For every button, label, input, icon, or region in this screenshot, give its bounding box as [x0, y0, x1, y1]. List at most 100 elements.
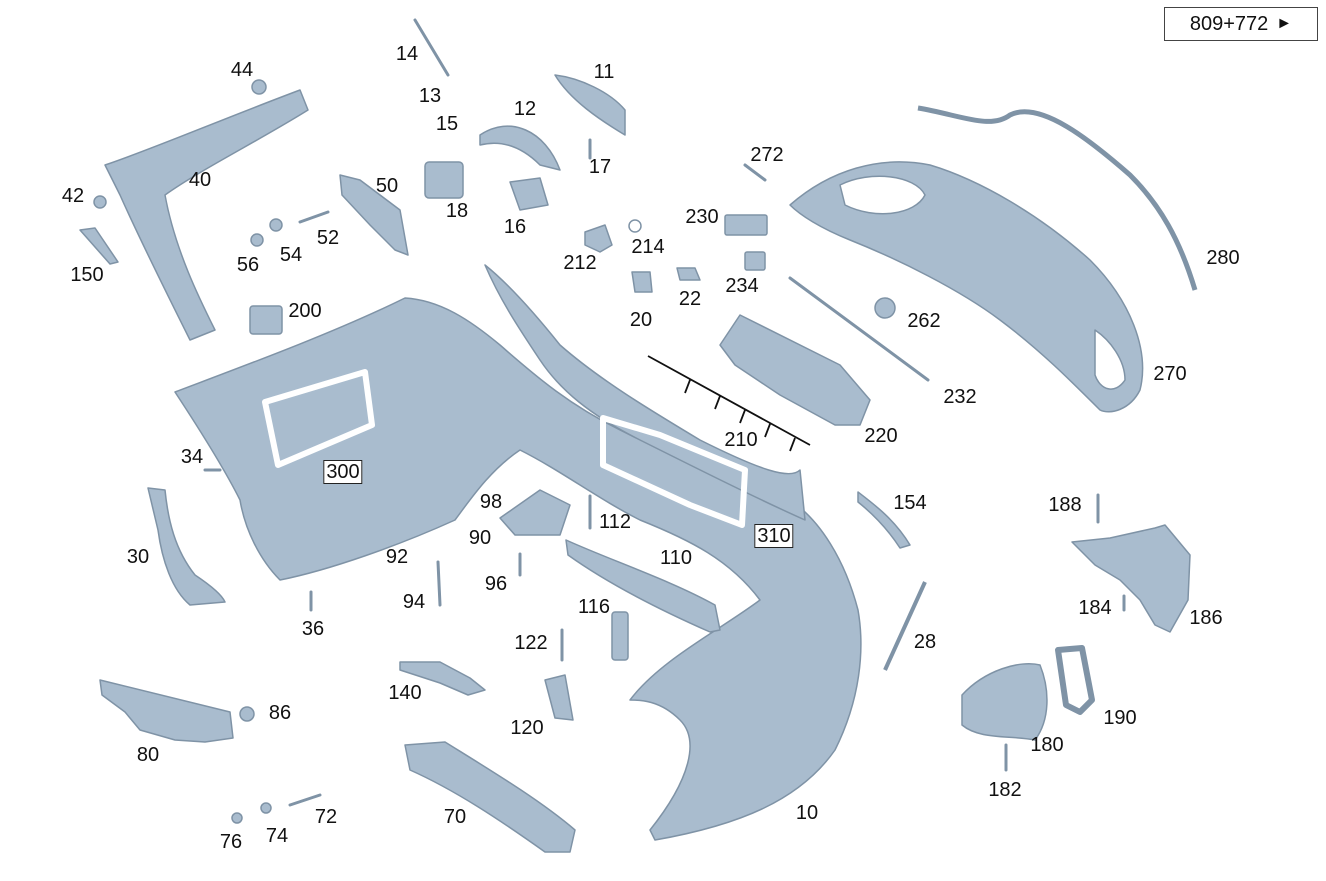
callout-20[interactable]: 20 [629, 309, 653, 331]
callout-200[interactable]: 200 [288, 300, 322, 322]
callout-210[interactable]: 210 [724, 429, 758, 451]
part-270-diffuser[interactable] [789, 161, 1144, 413]
callout-116[interactable]: 116 [578, 596, 610, 618]
callout-190[interactable]: 190 [1103, 707, 1137, 729]
reference-link-button[interactable]: 809+772 ► [1164, 7, 1318, 41]
callout-272[interactable]: 272 [750, 144, 784, 166]
callout-16[interactable]: 16 [503, 216, 527, 238]
callout-40[interactable]: 40 [188, 169, 212, 191]
callout-86[interactable]: 86 [268, 702, 292, 724]
part-56-washer[interactable] [250, 233, 264, 247]
callout-212[interactable]: 212 [563, 252, 597, 274]
part-280-trim-strip[interactable] [917, 105, 1198, 291]
callout-186[interactable]: 186 [1189, 607, 1223, 629]
callout-300[interactable]: 300 [323, 460, 363, 484]
callout-214[interactable]: 214 [631, 236, 665, 258]
part-18-cap[interactable] [424, 161, 464, 199]
callout-234[interactable]: 234 [725, 275, 759, 297]
callout-54[interactable]: 54 [279, 244, 303, 266]
callout-56[interactable]: 56 [236, 254, 260, 276]
callout-92[interactable]: 92 [385, 546, 409, 568]
part-50-bracket[interactable] [339, 174, 409, 256]
part-220-grille[interactable] [719, 314, 871, 426]
callout-122[interactable]: 122 [514, 632, 548, 654]
callout-13[interactable]: 13 [418, 85, 442, 107]
part-186-bracket[interactable] [1071, 524, 1191, 633]
callout-50[interactable]: 50 [375, 175, 399, 197]
part-11-flap[interactable] [554, 74, 626, 136]
part-200-sensor[interactable] [249, 305, 283, 335]
callout-30[interactable]: 30 [126, 546, 150, 568]
part-154-grille[interactable] [857, 491, 911, 549]
part-30-guide[interactable] [147, 487, 226, 606]
part-120-bracket[interactable] [544, 674, 574, 721]
callout-140[interactable]: 140 [388, 682, 422, 704]
callout-182[interactable]: 182 [988, 779, 1022, 801]
callout-36[interactable]: 36 [301, 618, 325, 640]
callout-52[interactable]: 52 [316, 227, 340, 249]
part-54-washer[interactable] [269, 218, 283, 232]
callout-110[interactable]: 110 [660, 547, 692, 569]
callout-90[interactable]: 90 [468, 527, 492, 549]
callout-72[interactable]: 72 [314, 806, 338, 828]
part-28-strip[interactable] [883, 581, 927, 671]
callout-76[interactable]: 76 [219, 831, 243, 853]
callout-230[interactable]: 230 [685, 206, 719, 228]
callout-14[interactable]: 14 [395, 43, 419, 65]
callout-17[interactable]: 17 [588, 156, 612, 178]
callout-96[interactable]: 96 [484, 573, 508, 595]
part-234-module[interactable] [744, 251, 766, 271]
callout-18[interactable]: 18 [445, 200, 469, 222]
callout-112[interactable]: 112 [599, 511, 631, 533]
callout-262[interactable]: 262 [907, 310, 941, 332]
part-16-motor[interactable] [509, 177, 549, 211]
part-76-washer[interactable] [231, 812, 243, 824]
part-12-cover[interactable] [479, 125, 561, 171]
part-232-cable[interactable] [788, 276, 930, 382]
callout-11[interactable]: 11 [593, 61, 615, 83]
part-86-washer[interactable] [239, 706, 255, 722]
part-70-cover[interactable] [404, 741, 576, 853]
part-72-bolt[interactable] [288, 793, 322, 807]
callout-280[interactable]: 280 [1206, 247, 1240, 269]
part-40-bracket[interactable] [104, 89, 309, 341]
callout-120[interactable]: 120 [510, 717, 544, 739]
callout-180[interactable]: 180 [1030, 734, 1064, 756]
callout-15[interactable]: 15 [435, 113, 459, 135]
part-110-cover[interactable] [565, 539, 721, 633]
callout-270[interactable]: 270 [1153, 363, 1187, 385]
part-94-pin[interactable] [436, 560, 442, 607]
part-90-bracket[interactable] [499, 489, 571, 536]
part-80-bracket[interactable] [99, 679, 234, 743]
part-272-pin[interactable] [743, 163, 767, 182]
part-22-clip[interactable] [676, 267, 701, 281]
part-116-sensor[interactable] [611, 611, 629, 661]
part-190-ring[interactable] [1055, 645, 1095, 715]
callout-232[interactable]: 232 [943, 386, 977, 408]
part-14-rod[interactable] [413, 18, 450, 77]
callout-10[interactable]: 10 [795, 802, 819, 824]
callout-74[interactable]: 74 [265, 825, 289, 847]
callout-42[interactable]: 42 [61, 185, 85, 207]
part-20-cap[interactable] [631, 271, 653, 293]
callout-184[interactable]: 184 [1078, 597, 1112, 619]
part-214-ring[interactable] [628, 219, 642, 233]
callout-220[interactable]: 220 [864, 425, 898, 447]
callout-70[interactable]: 70 [443, 806, 467, 828]
part-180-tailpipe[interactable] [961, 663, 1048, 741]
callout-98[interactable]: 98 [479, 491, 503, 513]
part-140-bracket[interactable] [399, 661, 486, 696]
part-52-bolt[interactable] [298, 210, 330, 224]
callout-34[interactable]: 34 [180, 446, 204, 468]
callout-188[interactable]: 188 [1048, 494, 1082, 516]
part-212-sensor[interactable] [584, 224, 613, 253]
part-262-sensor[interactable] [874, 297, 896, 319]
part-230-module[interactable] [724, 214, 768, 236]
callout-150[interactable]: 150 [70, 264, 104, 286]
callout-310[interactable]: 310 [754, 524, 794, 548]
part-74-washer[interactable] [260, 802, 272, 814]
callout-154[interactable]: 154 [893, 492, 927, 514]
callout-28[interactable]: 28 [913, 631, 937, 653]
callout-80[interactable]: 80 [136, 744, 160, 766]
part-42-clip[interactable] [93, 195, 107, 209]
